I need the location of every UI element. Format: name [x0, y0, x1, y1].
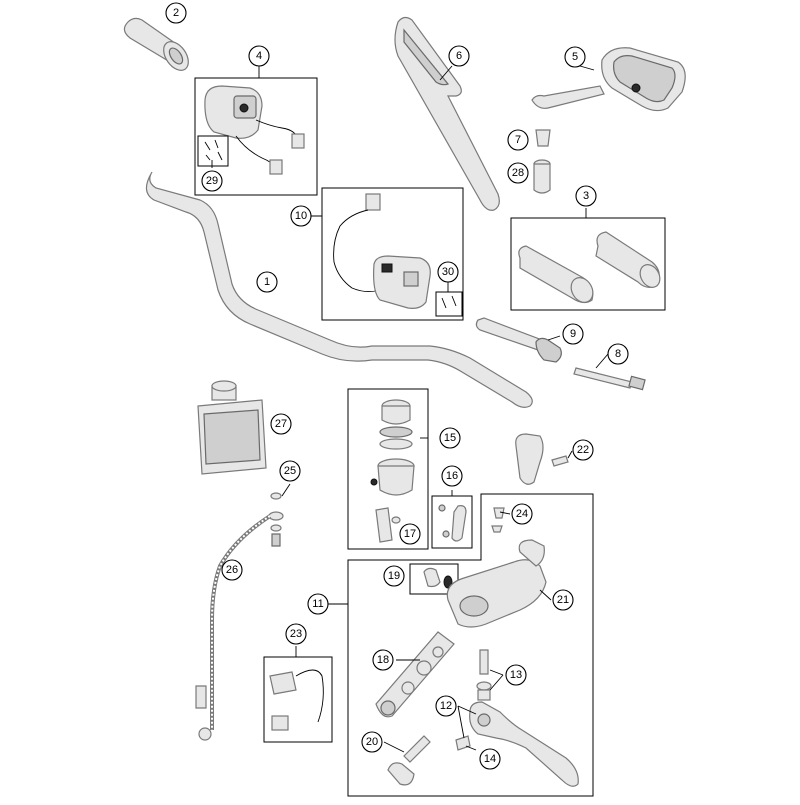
cover-part-19	[409, 563, 459, 595]
callout-19-label: 19	[388, 570, 400, 582]
callout-24-label: 24	[516, 508, 528, 520]
callout-22-label: 22	[577, 444, 589, 456]
screws-part-29	[197, 135, 229, 167]
callout-14[interactable]: 14	[479, 748, 501, 770]
callout-14-label: 14	[484, 753, 496, 765]
callout-7[interactable]: 7	[507, 129, 529, 151]
screw-part-8	[573, 367, 646, 391]
callout-3[interactable]: 3	[575, 185, 597, 207]
callout-22[interactable]: 22	[572, 439, 594, 461]
switch-part-20	[387, 735, 431, 786]
callout-10-label: 10	[295, 210, 307, 222]
callout-17-label: 17	[404, 528, 416, 540]
callout-18[interactable]: 18	[372, 649, 394, 671]
group-box-23	[263, 656, 333, 743]
bracket-part-16	[431, 495, 473, 549]
adapter-part-7	[535, 129, 551, 147]
callout-27[interactable]: 27	[270, 413, 292, 435]
callout-30-label: 30	[442, 266, 454, 278]
callout-17[interactable]: 17	[399, 523, 421, 545]
callout-20[interactable]: 20	[361, 731, 383, 753]
callout-4[interactable]: 4	[248, 45, 270, 67]
banjo-part-25	[268, 492, 284, 547]
callout-24[interactable]: 24	[511, 503, 533, 525]
group-box-3	[510, 217, 666, 311]
callout-25[interactable]: 25	[279, 460, 301, 482]
callout-15-label: 15	[444, 432, 456, 444]
lever-guard-part-6	[394, 16, 500, 211]
callout-9[interactable]: 9	[562, 323, 584, 345]
switch-part-10	[333, 193, 431, 309]
grips-part-3	[518, 231, 661, 304]
callout-26[interactable]: 26	[221, 559, 243, 581]
callout-29-label: 29	[206, 175, 218, 187]
callout-3-label: 3	[583, 190, 589, 202]
callout-23[interactable]: 23	[285, 623, 307, 645]
fluid-can-part-27	[197, 380, 267, 475]
bar-end-part-9	[475, 317, 562, 363]
callout-5-label: 5	[572, 51, 578, 63]
callout-6-label: 6	[456, 50, 462, 62]
group-box-10	[321, 187, 464, 321]
brake-switch-part-23	[269, 669, 324, 731]
master-cylinder-part-21	[446, 539, 547, 628]
callout-29[interactable]: 29	[201, 170, 223, 192]
callout-6[interactable]: 6	[448, 45, 470, 67]
callout-4-label: 4	[256, 50, 262, 62]
callout-8[interactable]: 8	[607, 343, 629, 365]
group-box-11	[347, 493, 594, 797]
callout-21[interactable]: 21	[552, 589, 574, 611]
brake-lever-part-12	[469, 701, 579, 787]
callout-11-label: 11	[312, 598, 323, 610]
callout-12-label: 12	[440, 700, 452, 712]
callout-8-label: 8	[615, 348, 621, 360]
throttle-switch-part-4	[204, 85, 305, 175]
callout-9-label: 9	[570, 328, 576, 340]
callout-18-label: 18	[377, 654, 389, 666]
callout-1[interactable]: 1	[256, 271, 278, 293]
screws-part-24	[491, 507, 505, 533]
callout-19[interactable]: 19	[383, 565, 405, 587]
pivot-part-13	[476, 649, 492, 701]
callout-16[interactable]: 16	[441, 465, 463, 487]
callout-28[interactable]: 28	[507, 162, 529, 184]
grip-part-2	[123, 17, 189, 71]
callout-1-label: 1	[264, 276, 270, 288]
callout-27-label: 27	[275, 418, 287, 430]
group-box-4	[194, 77, 318, 196]
callout-11[interactable]: 11	[307, 593, 329, 615]
callout-5[interactable]: 5	[564, 46, 586, 68]
callout-21-label: 21	[557, 594, 569, 606]
callout-20-label: 20	[366, 736, 378, 748]
handlebar-part-1	[145, 171, 533, 408]
adapter-part-28	[533, 159, 551, 194]
callout-15[interactable]: 15	[439, 427, 461, 449]
callout-25-label: 25	[284, 465, 296, 477]
reservoir-part-15	[370, 399, 415, 496]
mirror-part-5	[531, 47, 686, 112]
callout-2-label: 2	[173, 7, 179, 19]
clamp-part-22	[515, 433, 569, 485]
callout-10[interactable]: 10	[290, 205, 312, 227]
screws-part-30	[435, 291, 463, 317]
callout-2[interactable]: 2	[165, 2, 187, 24]
hose-part-17	[375, 507, 401, 543]
callout-30[interactable]: 30	[437, 261, 459, 283]
brake-line-part-26	[195, 514, 272, 741]
adjuster-part-14	[455, 735, 471, 751]
callout-23-label: 23	[290, 628, 302, 640]
callout-13[interactable]: 13	[505, 664, 527, 686]
callout-13-label: 13	[510, 669, 522, 681]
callout-7-label: 7	[515, 134, 521, 146]
callout-12[interactable]: 12	[435, 695, 457, 717]
piston-kit-part-18	[375, 631, 455, 718]
group-box-15	[347, 388, 429, 550]
callout-16-label: 16	[446, 470, 458, 482]
callout-28-label: 28	[512, 167, 524, 179]
callout-26-label: 26	[226, 564, 238, 576]
